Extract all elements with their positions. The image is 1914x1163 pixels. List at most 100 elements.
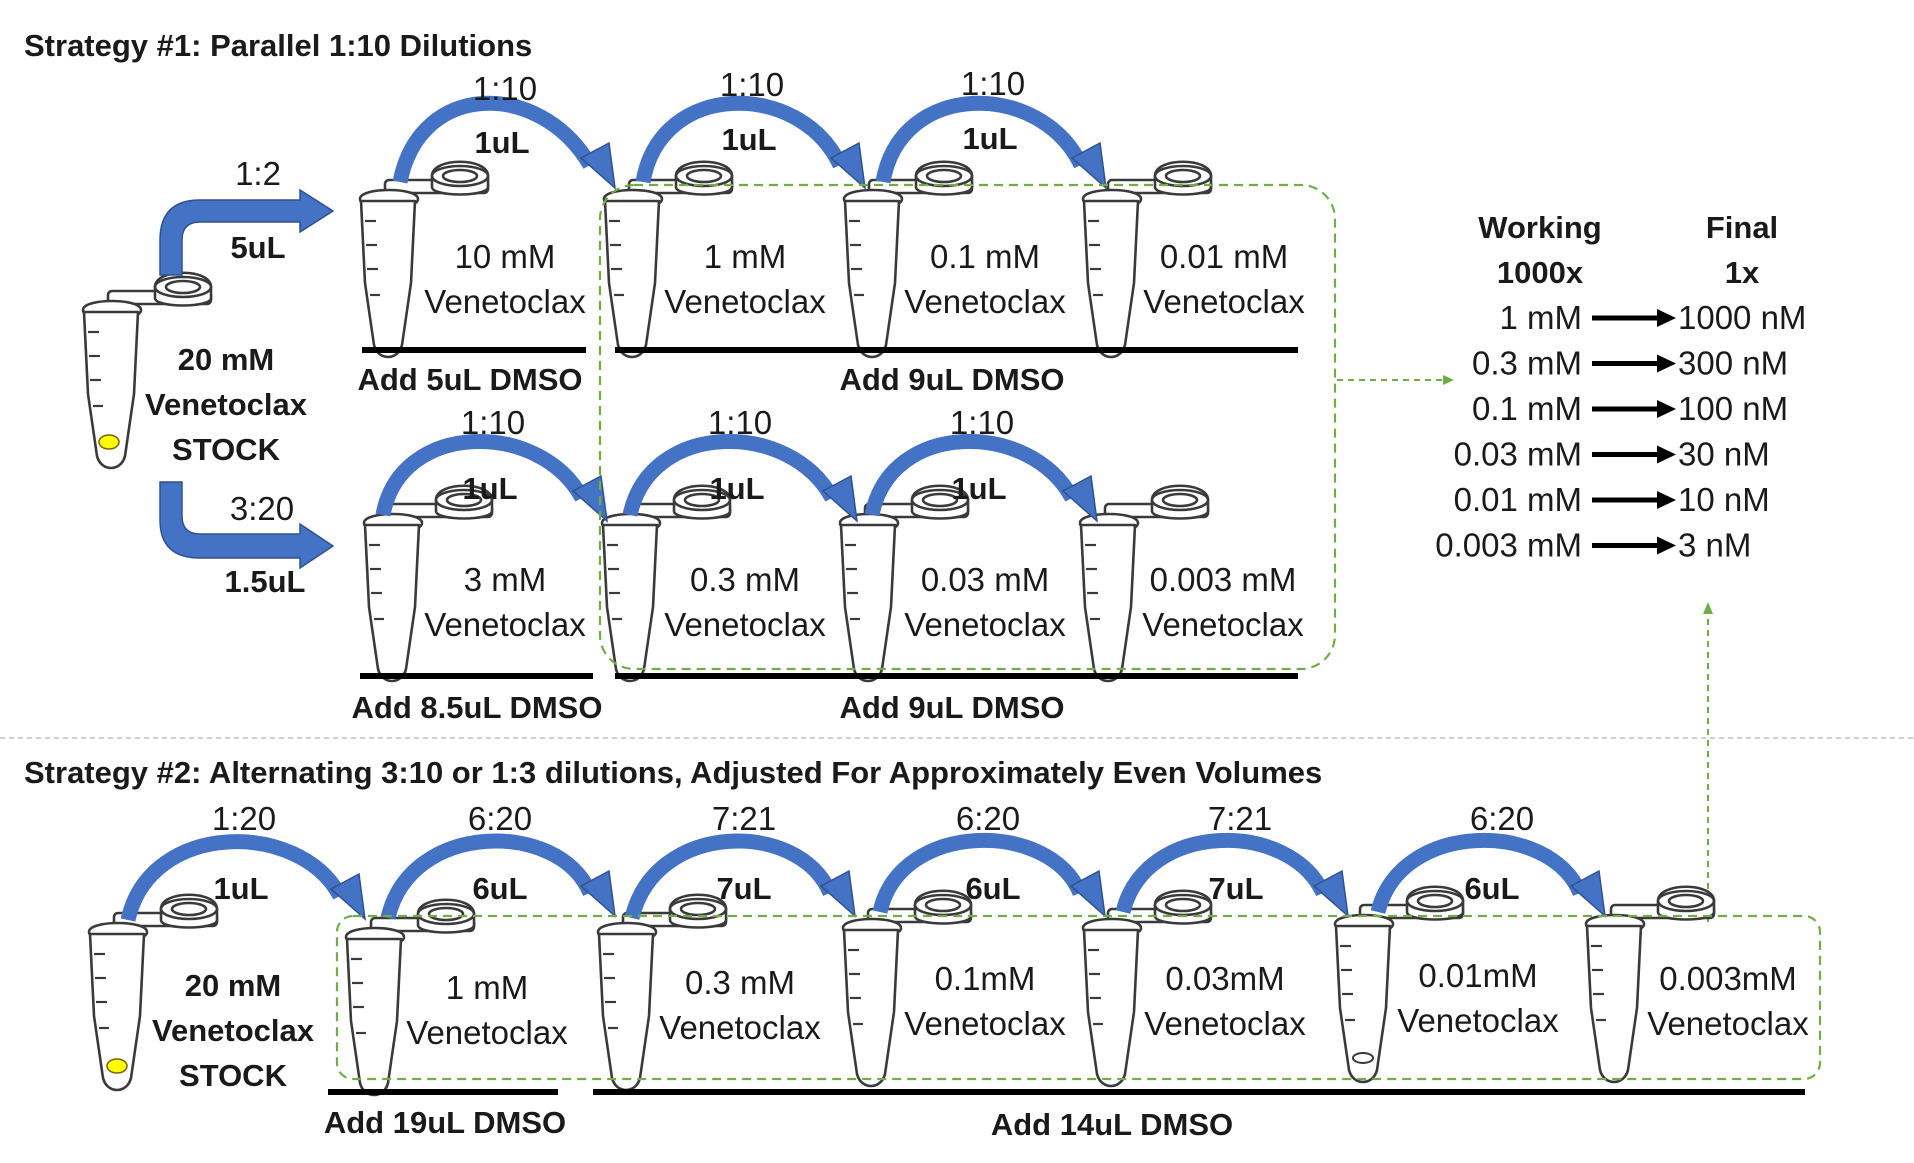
s2-transfer-4-volume: 6uL xyxy=(965,871,1020,906)
s1-row1-tube-4-conc: 0.01 mM xyxy=(1160,238,1288,275)
strategy-2-title: Strategy #2: Alternating 3:10 or 1:3 dil… xyxy=(24,755,1322,790)
s1-row1-tube-3-name: Venetoclax xyxy=(904,283,1066,320)
branch-top-ratio: 1:2 xyxy=(235,155,281,192)
s2-transfer-3-volume: 7uL xyxy=(716,871,771,906)
s2-transfer-arrow-6 xyxy=(1370,833,1607,918)
s2-tube-6-conc: 0.003mM xyxy=(1659,960,1797,997)
table-header-working-line1: Working xyxy=(1478,210,1601,245)
branch-top-volume: 5uL xyxy=(230,230,285,265)
stock-tube-s1 xyxy=(81,271,213,470)
s2-dmso-label-1: Add 19uL DMSO xyxy=(324,1105,566,1140)
s1-row2-dmso-label-1: Add 8.5uL DMSO xyxy=(352,690,603,725)
s1-row2-transfer-3-ratio: 1:10 xyxy=(950,404,1014,441)
s1-row2-tube-4-name: Venetoclax xyxy=(1142,606,1304,643)
conversion-final-4: 30 nM xyxy=(1678,436,1770,473)
s1-row2-transfer-3-volume: 1uL xyxy=(951,471,1006,506)
s1-row1-transfer-1-ratio: 1:10 xyxy=(473,70,537,107)
conversion-working-2: 0.3 mM xyxy=(1472,345,1582,382)
conversion-working-6: 0.003 mM xyxy=(1435,527,1582,564)
s1-row1-dmso-label-2: Add 9uL DMSO xyxy=(839,362,1064,397)
s1-row2-tube-1-conc: 3 mM xyxy=(464,561,547,598)
s2-tube-4-conc: 0.03mM xyxy=(1165,960,1284,997)
s1-row1-transfer-2-ratio: 1:10 xyxy=(720,66,784,103)
s2-tube-6-name: Venetoclax xyxy=(1647,1005,1809,1042)
s2-tube-3-name: Venetoclax xyxy=(904,1005,1066,1042)
table-header-final-line2: 1x xyxy=(1725,255,1760,290)
s1-row2-tube-4-conc: 0.003 mM xyxy=(1150,561,1297,598)
s2-dmso-label-2: Add 14uL DMSO xyxy=(991,1107,1233,1142)
s1-row2-transfer-arrow-2 xyxy=(622,433,859,523)
s1-row2-dmso-label-2: Add 9uL DMSO xyxy=(839,690,1064,725)
s1-row1-tube-1-conc: 10 mM xyxy=(455,238,556,275)
s2-tube-3-conc: 0.1mM xyxy=(935,960,1036,997)
s1-row2-transfer-1-volume: 1uL xyxy=(462,471,517,506)
s2-transfer-arrow-4 xyxy=(872,833,1107,918)
s2-tube-5 xyxy=(1333,885,1465,1084)
s1-row1-transfer-arrow-1 xyxy=(392,95,617,190)
s2-tube-2-name: Venetoclax xyxy=(659,1009,821,1046)
s2-transfer-arrow-3 xyxy=(624,833,857,920)
s1-row2-transfer-arrow-3 xyxy=(864,433,1099,523)
stock-label-s1-line1: 20 mM xyxy=(178,342,274,377)
s1-row2-tube-3-conc: 0.03 mM xyxy=(921,561,1049,598)
s1-row2-tube-3-name: Venetoclax xyxy=(904,606,1066,643)
s2-transfer-arrow-1 xyxy=(120,834,367,922)
s1-row1-transfer-3-ratio: 1:10 xyxy=(961,65,1025,102)
conversion-final-1: 1000 nM xyxy=(1678,299,1806,336)
conversion-final-5: 10 nM xyxy=(1678,481,1770,518)
s1-row2-tube-2-conc: 0.3 mM xyxy=(690,561,800,598)
s1-row1-transfer-1-volume: 1uL xyxy=(474,125,529,160)
s1-row1-transfer-2-volume: 1uL xyxy=(721,122,776,157)
s2-working-stocks-group xyxy=(335,914,1822,1081)
s1-row1-transfer-arrow-3 xyxy=(875,95,1108,190)
s1-row1-transfer-3-volume: 1uL xyxy=(962,121,1017,156)
branch-bottom-ratio: 3:20 xyxy=(230,490,294,527)
conversion-arrow-head-5 xyxy=(1657,491,1676,509)
s1-row2-transfer-2-volume: 1uL xyxy=(709,471,764,506)
conversion-arrow-head-3 xyxy=(1657,400,1676,418)
conversion-final-6: 3 nM xyxy=(1678,527,1751,564)
conversion-working-3: 0.1 mM xyxy=(1472,390,1582,427)
s2-tube-1-conc: 1 mM xyxy=(446,969,529,1006)
s2-tube-4-name: Venetoclax xyxy=(1144,1005,1306,1042)
s1-row2-transfer-1-ratio: 1:10 xyxy=(461,404,525,441)
table-header-final-line1: Final xyxy=(1706,210,1778,245)
s1-row2-tube-2-name: Venetoclax xyxy=(664,606,826,643)
conversion-arrow-head-2 xyxy=(1657,354,1676,373)
s2-tube-5-name: Venetoclax xyxy=(1397,1002,1559,1039)
s1-row1-tube-3-conc: 0.1 mM xyxy=(930,238,1040,275)
s2-transfer-5-volume: 7uL xyxy=(1208,871,1263,906)
s1-row2-transfer-arrow-1 xyxy=(375,433,609,523)
branch-bottom-volume: 1.5uL xyxy=(225,564,306,599)
stock-label-s2-line2: Venetoclax xyxy=(152,1013,315,1048)
s1-row1-transfer-arrow-2 xyxy=(635,95,867,190)
s2-transfer-2-volume: 6uL xyxy=(472,871,527,906)
conversion-working-5: 0.01 mM xyxy=(1454,481,1582,518)
s2-transfer-1-ratio: 1:20 xyxy=(212,800,276,837)
s2-transfer-arrow-5 xyxy=(1115,833,1350,918)
s2-transfer-6-ratio: 6:20 xyxy=(1470,800,1534,837)
s1-row1-dmso-label-1: Add 5uL DMSO xyxy=(357,362,582,397)
s2-transfer-4-ratio: 6:20 xyxy=(956,800,1020,837)
stock-tube-s2 xyxy=(87,893,219,1092)
s1-row2-transfer-2-ratio: 1:10 xyxy=(708,404,772,441)
s1-row2-tube-1-name: Venetoclax xyxy=(424,606,586,643)
branch-arrow-bottom xyxy=(159,481,335,570)
stock-label-s1-line2: Venetoclax xyxy=(145,387,308,422)
conversion-final-2: 300 nM xyxy=(1678,345,1788,382)
stock-label-s2-line1: 20 mM xyxy=(185,968,281,1003)
table-header-working-line2: 1000x xyxy=(1497,255,1584,290)
s2-transfer-6-volume: 6uL xyxy=(1464,871,1519,906)
s2-transfer-arrow-2 xyxy=(380,833,617,920)
s2-to-table-connector-head xyxy=(1703,602,1713,614)
s2-tube-1-name: Venetoclax xyxy=(406,1014,568,1051)
s2-transfer-1-volume: 1uL xyxy=(213,871,268,906)
s1-row1-tube-2-name: Venetoclax xyxy=(664,283,826,320)
s1-row1-tube-2-conc: 1 mM xyxy=(704,238,787,275)
stock-label-s2-line3: STOCK xyxy=(179,1058,288,1093)
branch-arrow-top xyxy=(159,188,335,276)
s2-transfer-3-ratio: 7:21 xyxy=(712,800,776,837)
stock-label-s1-line3: STOCK xyxy=(172,432,281,467)
